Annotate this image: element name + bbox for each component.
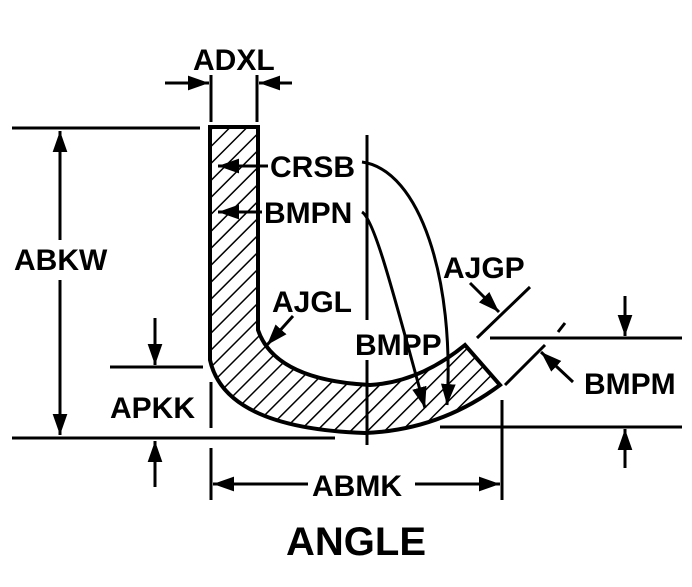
label-crsb: CRSB (270, 151, 355, 184)
bmpm-leader (539, 350, 575, 384)
bmpn-curve-leader (361, 210, 427, 409)
ajgl-leader (265, 314, 295, 347)
label-ajgl: AJGL (272, 286, 352, 319)
label-bmpp: BMPP (355, 329, 442, 362)
label-bmpm: BMPM (584, 368, 676, 401)
label-apkk: APKK (110, 392, 195, 425)
label-bmpn: BMPN (264, 197, 352, 230)
ajgp-arrow (468, 281, 501, 314)
label-ajgp: AJGP (443, 252, 525, 285)
ajgp-ext (475, 285, 532, 340)
label-abkw: ABKW (14, 244, 108, 277)
label-abmk: ABMK (312, 470, 402, 503)
crsb-curve-leader (361, 160, 456, 406)
label-adxl: ADXL (193, 44, 275, 77)
bmpm-diag-tick (556, 322, 567, 333)
angle-profile (208, 125, 503, 436)
diagram-title: ANGLE (286, 520, 426, 564)
bmpm-diag-ext (503, 343, 547, 387)
